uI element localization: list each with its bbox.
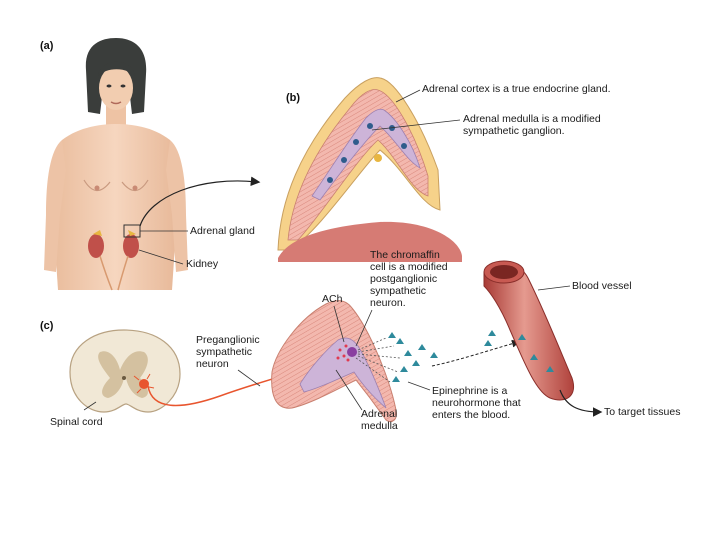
adrenal-section-c [272,301,397,422]
epinephrine-leader [408,382,430,390]
label-adrenal-gland: Adrenal gland [190,225,255,237]
panel-label-c: (c) [40,320,53,332]
label-target-tissues: To target tissues [604,406,680,418]
label-chromaffin-cell: The chromaffin cell is a modified postga… [370,249,448,309]
blood-vessel-leader [538,286,570,290]
epinephrine-molecules [388,330,496,382]
label-ach: ACh [322,293,342,305]
spinal-cord [70,330,180,412]
panel-label-b: (b) [286,92,300,104]
label-epinephrine: Epinephrine is a neurohormone that enter… [432,385,521,421]
flow-to-vessel-arrow [432,342,518,366]
label-blood-vessel: Blood vessel [572,280,632,292]
label-adrenal-medulla-b: Adrenal medulla is a modified sympatheti… [463,113,601,137]
blood-vessel [484,261,574,400]
woman-figure [44,38,188,290]
label-kidney: Kidney [186,258,218,270]
label-adrenal-cortex: Adrenal cortex is a true endocrine gland… [422,83,611,95]
preganglionic-leader [238,370,260,386]
panel-label-a: (a) [40,40,53,52]
label-adrenal-medulla-c: Adrenal medulla [361,408,398,432]
label-spinal-cord: Spinal cord [50,416,103,428]
label-preganglionic-neuron: Preganglionic sympathetic neuron [196,334,260,370]
adrenal-section-b [278,78,462,262]
